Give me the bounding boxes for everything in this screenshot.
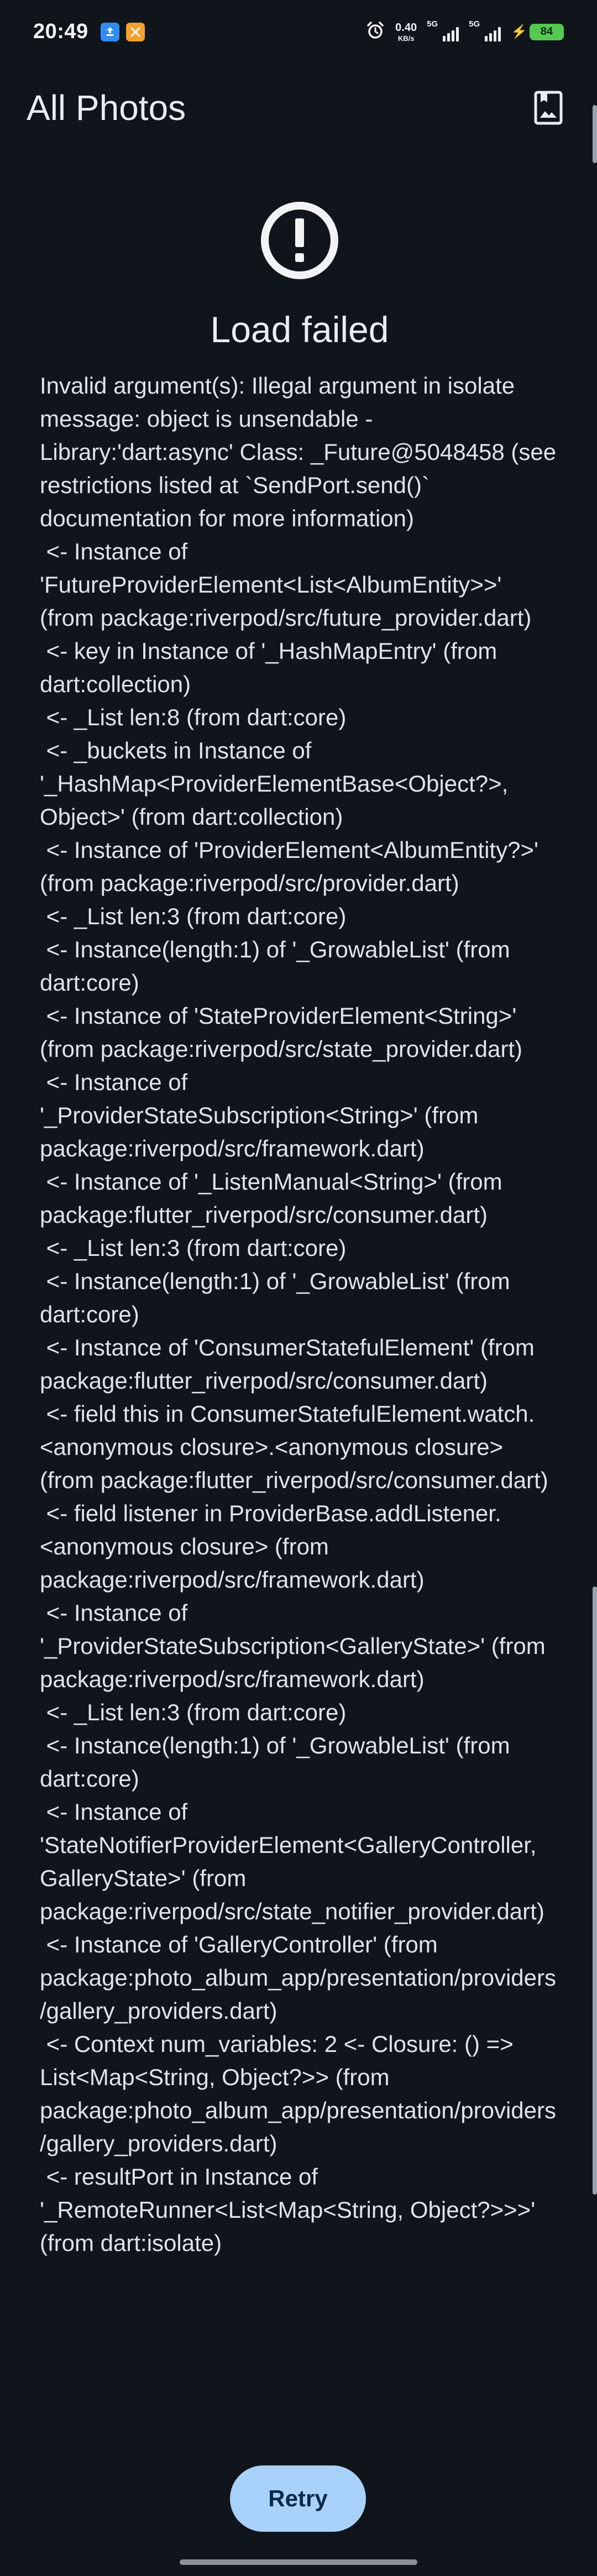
scrollbar[interactable] — [593, 105, 597, 2526]
status-indicators: 0.40 KB/s 5G 5G ⚡ 84 — [365, 19, 564, 43]
alarm-icon — [365, 20, 385, 43]
photo-album-button[interactable] — [526, 86, 570, 130]
battery-icon: ⚡ 84 — [511, 23, 564, 40]
network-speed-value: 0.40 — [395, 21, 417, 34]
network-speed: 0.40 KB/s — [395, 22, 417, 42]
error-message: Invalid argument(s): Illegal argument in… — [40, 373, 557, 2256]
scrollbar-thumb-lower[interactable] — [593, 1587, 597, 2195]
signal-label-secondary: 5G — [469, 19, 480, 29]
status-bar: 20:49 0.40 KB/s 5G 5G — [0, 0, 597, 64]
photo-album-icon — [534, 91, 563, 125]
app-notification-icon — [100, 22, 119, 41]
tools-notification-icon — [125, 22, 145, 41]
retry-button[interactable]: Retry — [230, 2465, 366, 2532]
home-indicator[interactable] — [180, 2559, 417, 2565]
error-icon — [261, 202, 338, 279]
signal-label: 5G — [427, 19, 438, 29]
battery-level: 84 — [530, 23, 564, 40]
charging-icon: ⚡ — [511, 24, 527, 39]
status-time: 20:49 — [33, 20, 88, 43]
scrollbar-thumb[interactable] — [593, 105, 597, 163]
app-bar: All Photos — [0, 64, 597, 152]
signal-icon-secondary: 5G — [469, 19, 501, 41]
signal-icon: 5G — [427, 19, 459, 41]
network-speed-unit: KB/s — [397, 34, 415, 43]
error-title: Load failed — [210, 309, 389, 350]
error-view: Load failed Invalid argument(s): Illegal… — [40, 199, 559, 2260]
page-title: All Photos — [27, 88, 186, 128]
